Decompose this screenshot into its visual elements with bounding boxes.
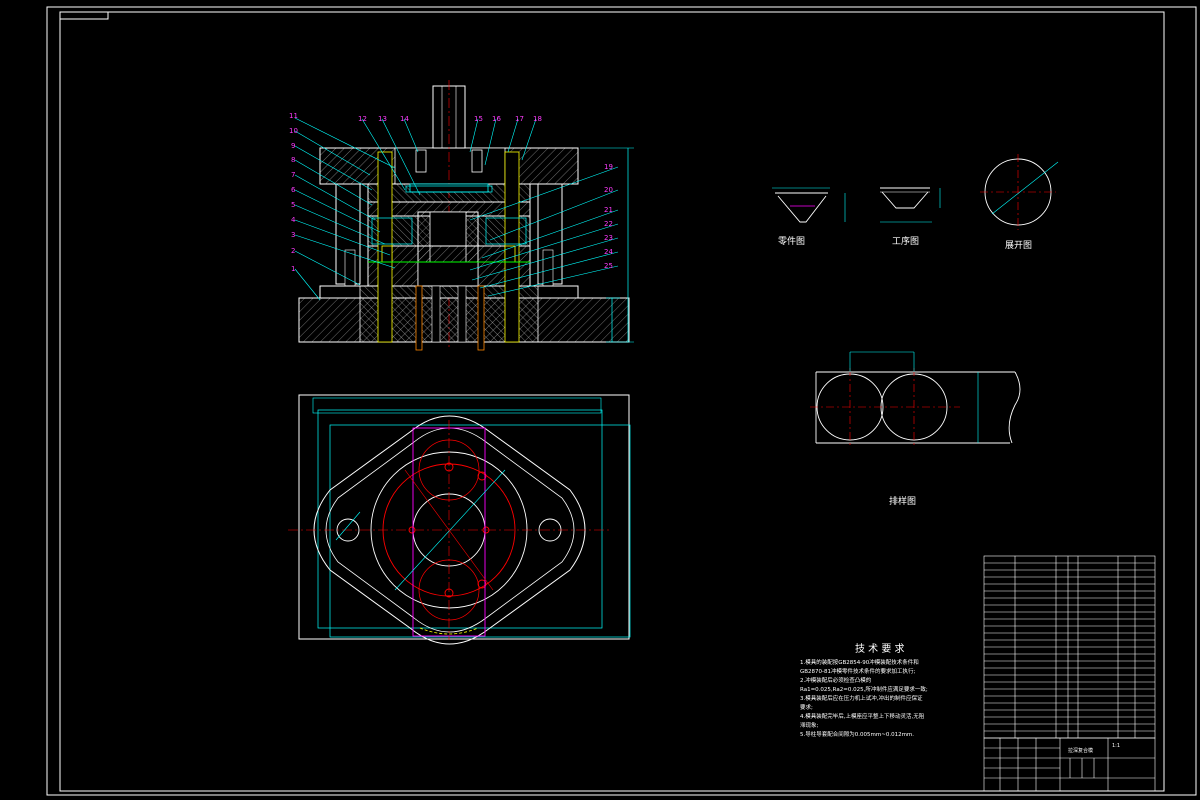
tech-line: 5.导柱导套配合间隙为0.005mm~0.012mm. [800, 730, 914, 738]
part-number: 5 [291, 201, 295, 209]
part-number: 8 [291, 156, 295, 164]
plan-view [288, 394, 631, 645]
part-number: 22 [604, 220, 613, 228]
strip-layout-label: 排样图 [889, 495, 916, 507]
blank-drawing-label: 展开图 [1005, 240, 1032, 251]
process-drawing-label: 工序图 [892, 235, 919, 247]
tech-line: 1.模具的装配按GB2854-90冲模装配技术条件和 [800, 658, 919, 666]
part-number: 4 [291, 216, 296, 224]
inner-frame [59, 11, 1165, 792]
part-number: 12 [358, 115, 367, 123]
part-number: 11 [289, 112, 298, 120]
process-drawing: 工序图 [880, 187, 941, 247]
strip-layout: 排样图 [810, 351, 1021, 507]
part-number: 25 [604, 262, 613, 270]
part-number: 18 [533, 115, 542, 123]
part-number: 23 [604, 234, 613, 242]
tech-line: Ra1=0.025,Ra2=0.025,所冲制件应满足要求一致; [800, 685, 928, 693]
part-drawing-label: 零件图 [778, 235, 805, 247]
part-number: 14 [400, 115, 409, 123]
tech-line: 2.冲模装配后必须检查凸模的 [800, 676, 872, 684]
part-number: 20 [604, 186, 613, 194]
parts-list-table [983, 555, 1156, 739]
part-number: 3 [291, 231, 295, 239]
corner-code-box [59, 11, 109, 20]
part-numbers-left: 11 10 9 8 7 6 5 4 3 2 1 [289, 112, 298, 273]
part-number: 1 [291, 265, 295, 273]
part-numbers-right: 19 20 21 22 23 24 25 [604, 163, 613, 270]
part-number: 2 [291, 247, 295, 255]
scale-value: 1:1 [1112, 743, 1120, 749]
assembly-section-view: 11 10 9 8 7 6 5 4 3 2 1 12 13 14 15 16 1… [289, 80, 634, 351]
tech-line: 滞现象; [800, 721, 819, 729]
part-number: 19 [604, 163, 613, 171]
part-number: 16 [492, 115, 501, 123]
part-number: 13 [378, 115, 387, 123]
blank-drawing: 展开图 [980, 154, 1059, 251]
part-number: 9 [291, 142, 295, 150]
technical-requirements: 技 术 要 求 1.模具的装配按GB2854-90冲模装配技术条件和 GB287… [800, 642, 928, 738]
part-number: 10 [289, 127, 298, 135]
tech-line: GB2870-81冲模零件技术条件的要求加工执行; [800, 667, 916, 675]
part-numbers-top: 12 13 14 15 16 17 18 [358, 115, 542, 123]
tech-line: 3.模具装配后应在压力机上试冲,冲出的制件应保证 [800, 694, 923, 702]
tech-line: 4.模具装配完毕后,上模座应平整上下移动灵活,无阻 [800, 712, 925, 720]
tech-line: 要求; [800, 703, 813, 711]
part-number: 15 [474, 115, 483, 123]
tech-requirements-title: 技 术 要 求 [855, 642, 905, 655]
part-number: 21 [604, 206, 613, 214]
part-number: 17 [515, 115, 524, 123]
part-number: 7 [291, 171, 295, 179]
part-number: 6 [291, 186, 296, 194]
title-block [983, 737, 1156, 792]
drawing-name: 拉深复合模 [1068, 747, 1093, 754]
outer-frame [46, 6, 1197, 796]
part-number: 24 [604, 248, 613, 256]
part-drawing: 零件图 [772, 187, 846, 247]
